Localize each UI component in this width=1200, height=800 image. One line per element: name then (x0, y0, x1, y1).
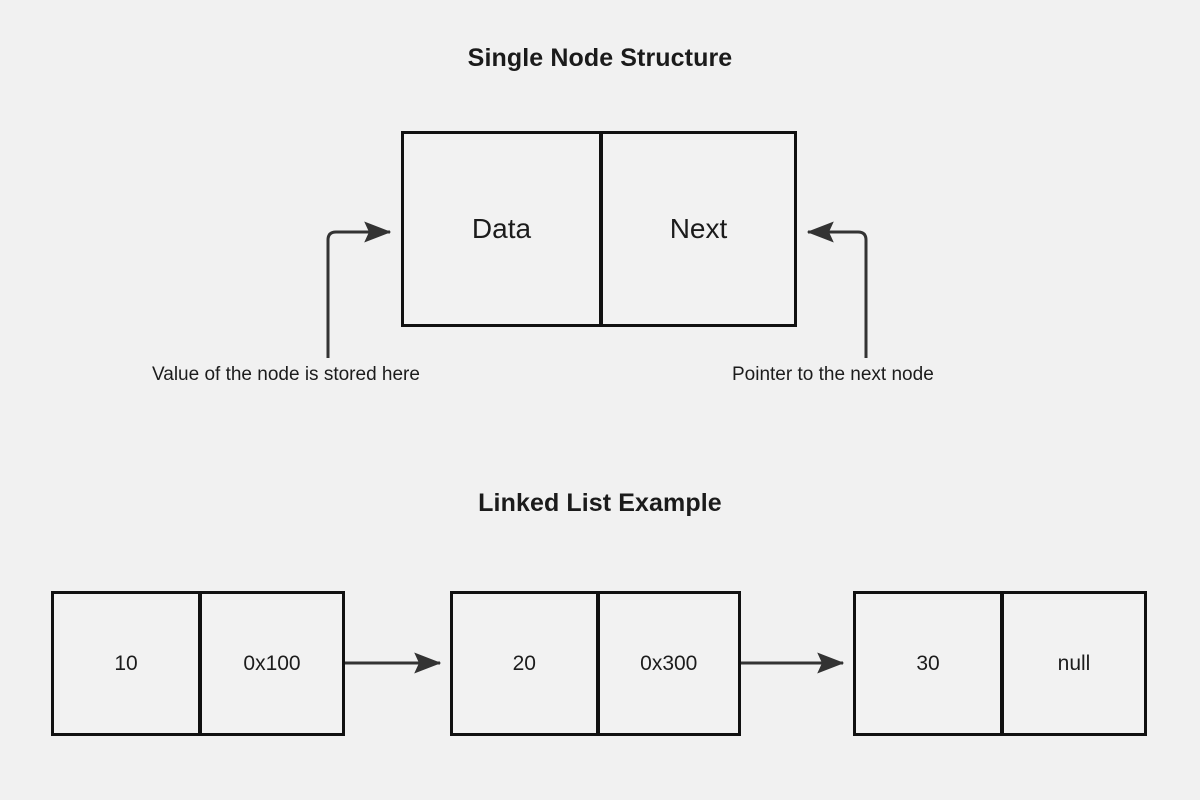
linked-list-node: 30 null (853, 591, 1147, 736)
linked-list-node: 10 0x100 (51, 591, 345, 736)
linked-list-node-pointer: 0x300 (595, 594, 738, 733)
linked-list-section-title: Linked List Example (478, 489, 722, 517)
single-node-section-title: Single Node Structure (467, 44, 733, 72)
linked-list-node-value: 10 (54, 594, 198, 733)
linked-list-node-pointer: 0x100 (198, 594, 342, 733)
data-annotation-connector (326, 221, 392, 358)
linked-list-node-pointer: null (1000, 594, 1144, 733)
single-node-box: Data Next (401, 131, 797, 327)
linked-list-node: 20 0x300 (450, 591, 741, 736)
linked-list-node-value: 20 (453, 594, 596, 733)
next-annotation-connector (806, 221, 868, 358)
linked-list-node-value: 30 (856, 594, 1000, 733)
single-node-next-cell: Next (599, 134, 794, 324)
data-annotation-label: Value of the node is stored here (152, 364, 420, 385)
single-node-data-cell: Data (404, 134, 599, 324)
next-annotation-label: Pointer to the next node (732, 364, 934, 385)
